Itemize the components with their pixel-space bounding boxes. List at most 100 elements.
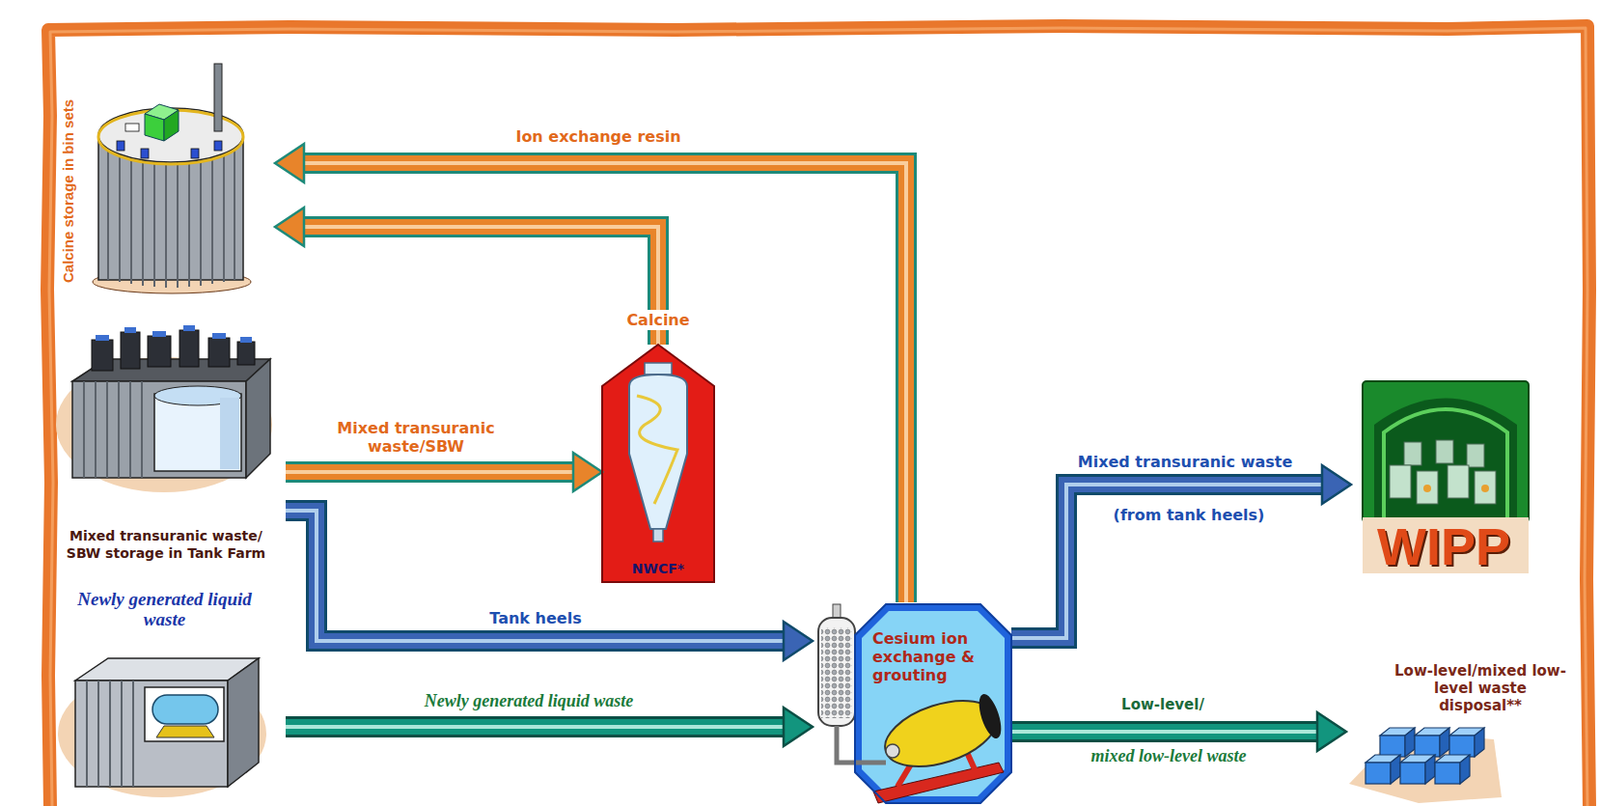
liquid-waste-node: Newly generated liquid waste — [43, 584, 286, 801]
flow-label: Mixed transuranic waste — [1064, 452, 1306, 471]
calcine-bin-set-drawing — [107, 144, 110, 280]
flow-arrow-body — [285, 510, 787, 641]
tank-farm-drawing — [55, 357, 273, 493]
cesium-grouting-node: Cesium ion exchange & grouting — [812, 602, 1012, 803]
wipp-drawing — [1389, 465, 1411, 498]
cesium-unit-drawing — [821, 627, 853, 718]
disposal-cubes-drawing — [1449, 727, 1485, 757]
liquid-waste-building-drawing — [57, 658, 267, 798]
flow-arrow — [1011, 465, 1352, 638]
flow-arrow-body — [301, 163, 907, 603]
cesium-unit-drawing — [974, 690, 1006, 741]
calcine-bin-set-drawing — [153, 156, 156, 287]
tank-farm-drawing — [246, 358, 271, 478]
calcine-bin-set-drawing — [140, 148, 149, 159]
tank-farm-drawing — [72, 381, 247, 478]
nwcf-node: NWCF* — [602, 344, 715, 582]
flow-arrow-outline — [285, 716, 787, 738]
tank-farm-drawing — [82, 381, 85, 478]
nwcf-drawing — [602, 344, 715, 582]
arrowhead — [1317, 712, 1347, 751]
flow-arrow-body — [285, 464, 577, 480]
nwcf-drawing — [602, 344, 715, 582]
calcine-bin-set-drawing — [222, 148, 225, 282]
disposal-node: Low-level/mixed low-level waste disposal… — [1346, 656, 1578, 803]
calcine-bin-set-drawing — [141, 154, 144, 286]
tank-farm-drawing — [212, 332, 226, 339]
flow-label: Newly generated liquid waste — [369, 690, 689, 712]
liquid-waste-building-drawing — [227, 658, 259, 787]
flow-label: Calcine — [621, 309, 694, 331]
tank-farm-drawing — [220, 397, 240, 469]
node-label: Calcine storage in bin sets — [59, 99, 78, 283]
tank-farm-drawing — [55, 325, 273, 493]
disposal-cubes-drawing — [1365, 754, 1401, 784]
flow-arrow-outline — [1011, 720, 1321, 743]
brush-frame — [49, 27, 1588, 806]
liquid-waste-building-drawing — [97, 680, 100, 787]
calcine-bin-set-drawing — [92, 63, 251, 294]
house-outline — [602, 344, 715, 582]
cesium-unit-drawing — [818, 604, 1012, 803]
flow-arrow-outline — [285, 461, 577, 483]
wipp-drawing — [1481, 484, 1490, 493]
calcine-bin-set-drawing — [214, 63, 222, 132]
flow-note: (from tank heels) — [1092, 505, 1286, 525]
arrowhead — [783, 621, 813, 661]
liquid-waste-building-drawing — [144, 687, 224, 742]
flow-arrow — [285, 510, 813, 661]
flow-arrow-highlight — [285, 510, 787, 641]
flow-arrow-outline — [285, 510, 787, 641]
tank-farm-drawing — [140, 381, 143, 478]
liquid-waste-building-drawing — [75, 680, 228, 787]
calcine-bin-set-drawing — [199, 154, 202, 286]
cesium-unit-drawing — [885, 744, 900, 758]
calcine-bin-set-drawing — [233, 144, 236, 280]
calcine-bin-set-drawing — [118, 148, 121, 282]
node-label: NWCF* — [632, 560, 685, 578]
liquid-waste-building-drawing — [85, 680, 88, 787]
flow-label: Low-level/ — [1090, 695, 1236, 714]
calcine-bin-set-drawing — [116, 140, 125, 151]
tank-farm-drawing — [106, 381, 109, 478]
liquid-waste-building-drawing — [120, 680, 123, 787]
wipp-node: WIPP — [1351, 376, 1537, 576]
calcine-storage-node: Calcine storage in bin sets — [38, 38, 276, 292]
wipp-drawing — [1374, 398, 1518, 524]
wipp-drawing — [1362, 517, 1529, 574]
calcine-bin-set-drawing — [125, 123, 139, 132]
flow-arrow-highlight — [1011, 729, 1321, 734]
tank-farm-drawing — [120, 331, 140, 369]
tank-farm-drawing — [208, 337, 230, 367]
node-label: Newly generated liquid waste — [75, 588, 254, 630]
flow-label: Mixed transuranic waste/SBW — [319, 418, 513, 456]
node-label: WIPP — [1377, 519, 1511, 574]
wipp-drawing — [1466, 443, 1485, 468]
nwcf-drawing — [629, 374, 688, 529]
nwcf-drawing — [653, 528, 663, 542]
disposal-cubes-drawing — [1349, 727, 1502, 803]
flow-arrow — [285, 707, 813, 746]
flow-arrow — [1011, 712, 1347, 751]
flow-arrow-highlight — [285, 724, 787, 729]
tank-farm-drawing — [117, 381, 120, 478]
flow-arrow-body — [301, 226, 659, 345]
cesium-unit-drawing — [818, 617, 856, 726]
calcine-bin-set-drawing — [211, 152, 214, 284]
wipp-drawing — [1447, 465, 1469, 498]
arrowhead — [275, 207, 304, 247]
brush-frame — [47, 26, 1590, 806]
liquid-waste-building-drawing — [132, 680, 135, 787]
flow-arrow-highlight — [301, 226, 659, 345]
wipp-drawing — [1383, 409, 1508, 523]
flow-arrow-outline — [301, 163, 907, 603]
arrowhead — [1322, 465, 1352, 504]
liquid-waste-building-drawing — [152, 694, 219, 724]
nwcf-drawing — [644, 362, 672, 375]
flow-arrow-outline — [301, 226, 659, 345]
tank-farm-drawing — [147, 335, 171, 367]
flow-arrow — [275, 143, 907, 603]
